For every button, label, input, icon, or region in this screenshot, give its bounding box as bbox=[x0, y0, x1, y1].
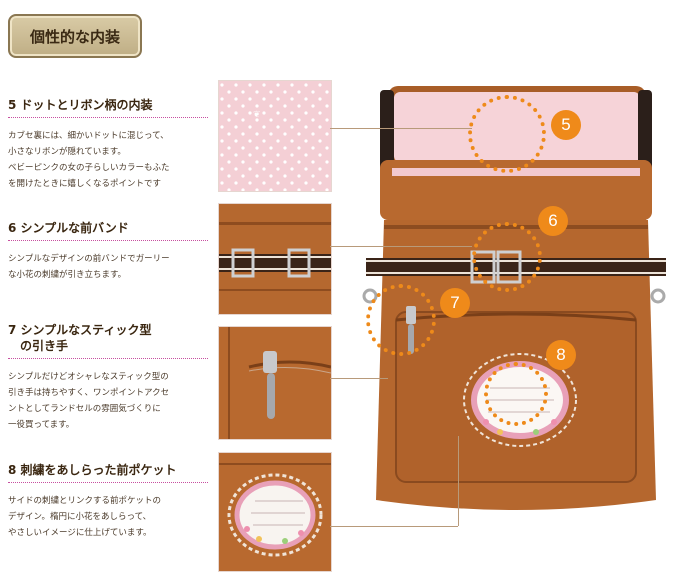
feature-7-body: シンプルだけどオシャレなスティック型の 引き手は持ちやすく、ワンポイントアクセ … bbox=[8, 372, 170, 430]
section-title-badge: 個性的な内装 bbox=[8, 14, 142, 58]
thumb-zipper-image bbox=[219, 327, 331, 439]
highlight-ring-8 bbox=[484, 362, 548, 426]
section-title: 個性的な内装 bbox=[29, 27, 120, 46]
feature-6-title: 6 シンプルな前バンド bbox=[8, 220, 208, 241]
highlight-ring-6 bbox=[472, 222, 542, 292]
feature-7-title: 7 シンプルなスティック型 の引き手 bbox=[8, 322, 208, 359]
feature-8-title: 8 刺繍をあしらった前ポケット bbox=[8, 462, 208, 483]
highlight-ring-7 bbox=[366, 284, 436, 356]
feature-6-body: シンプルなデザインの前バンドでガーリー な小花の刺繍が引き立ちます。 bbox=[8, 254, 170, 280]
thumb-band bbox=[218, 203, 332, 315]
connector-5 bbox=[330, 128, 472, 129]
callout-5: 5 bbox=[551, 110, 581, 140]
connector-8-vertical bbox=[458, 436, 459, 526]
feature-8-body: サイドの刺繍とリンクする前ポケットの デザイン。楕円に小花をあしらって、 やさし… bbox=[8, 496, 162, 538]
thumb-pocket-image bbox=[219, 453, 331, 571]
feature-6: 6 シンプルな前バンド シンプルなデザインの前バンドでガーリー な小花の刺繍が引… bbox=[8, 220, 208, 283]
thumb-pocket bbox=[218, 452, 332, 572]
connector-8 bbox=[330, 526, 458, 527]
feature-5-title: 5 ドットとリボン柄の内装 bbox=[8, 97, 208, 118]
feature-8: 8 刺繍をあしらった前ポケット サイドの刺繍とリンクする前ポケットの デザイン。… bbox=[8, 462, 208, 541]
connector-7 bbox=[330, 378, 388, 379]
thumb-lining: ❦ bbox=[218, 80, 332, 192]
connector-6 bbox=[330, 246, 472, 247]
feature-5: 5 ドットとリボン柄の内装 カブセ裏には、細かいドットに混じって、 小さなリボン… bbox=[8, 97, 208, 192]
thumb-lining-image: ❦ bbox=[219, 81, 331, 191]
feature-7: 7 シンプルなスティック型 の引き手 シンプルだけどオシャレなスティック型の 引… bbox=[8, 322, 208, 433]
highlight-ring-5 bbox=[468, 95, 546, 173]
callout-8: 8 bbox=[546, 340, 576, 370]
feature-5-body: カブセ裏には、細かいドットに混じって、 小さなリボンが隠れています。 ベビーピン… bbox=[8, 131, 170, 189]
svg-text:❦: ❦ bbox=[253, 110, 261, 120]
callout-7: 7 bbox=[440, 288, 470, 318]
thumb-zipper bbox=[218, 326, 332, 440]
thumb-band-image bbox=[219, 204, 331, 314]
callout-6: 6 bbox=[538, 206, 568, 236]
